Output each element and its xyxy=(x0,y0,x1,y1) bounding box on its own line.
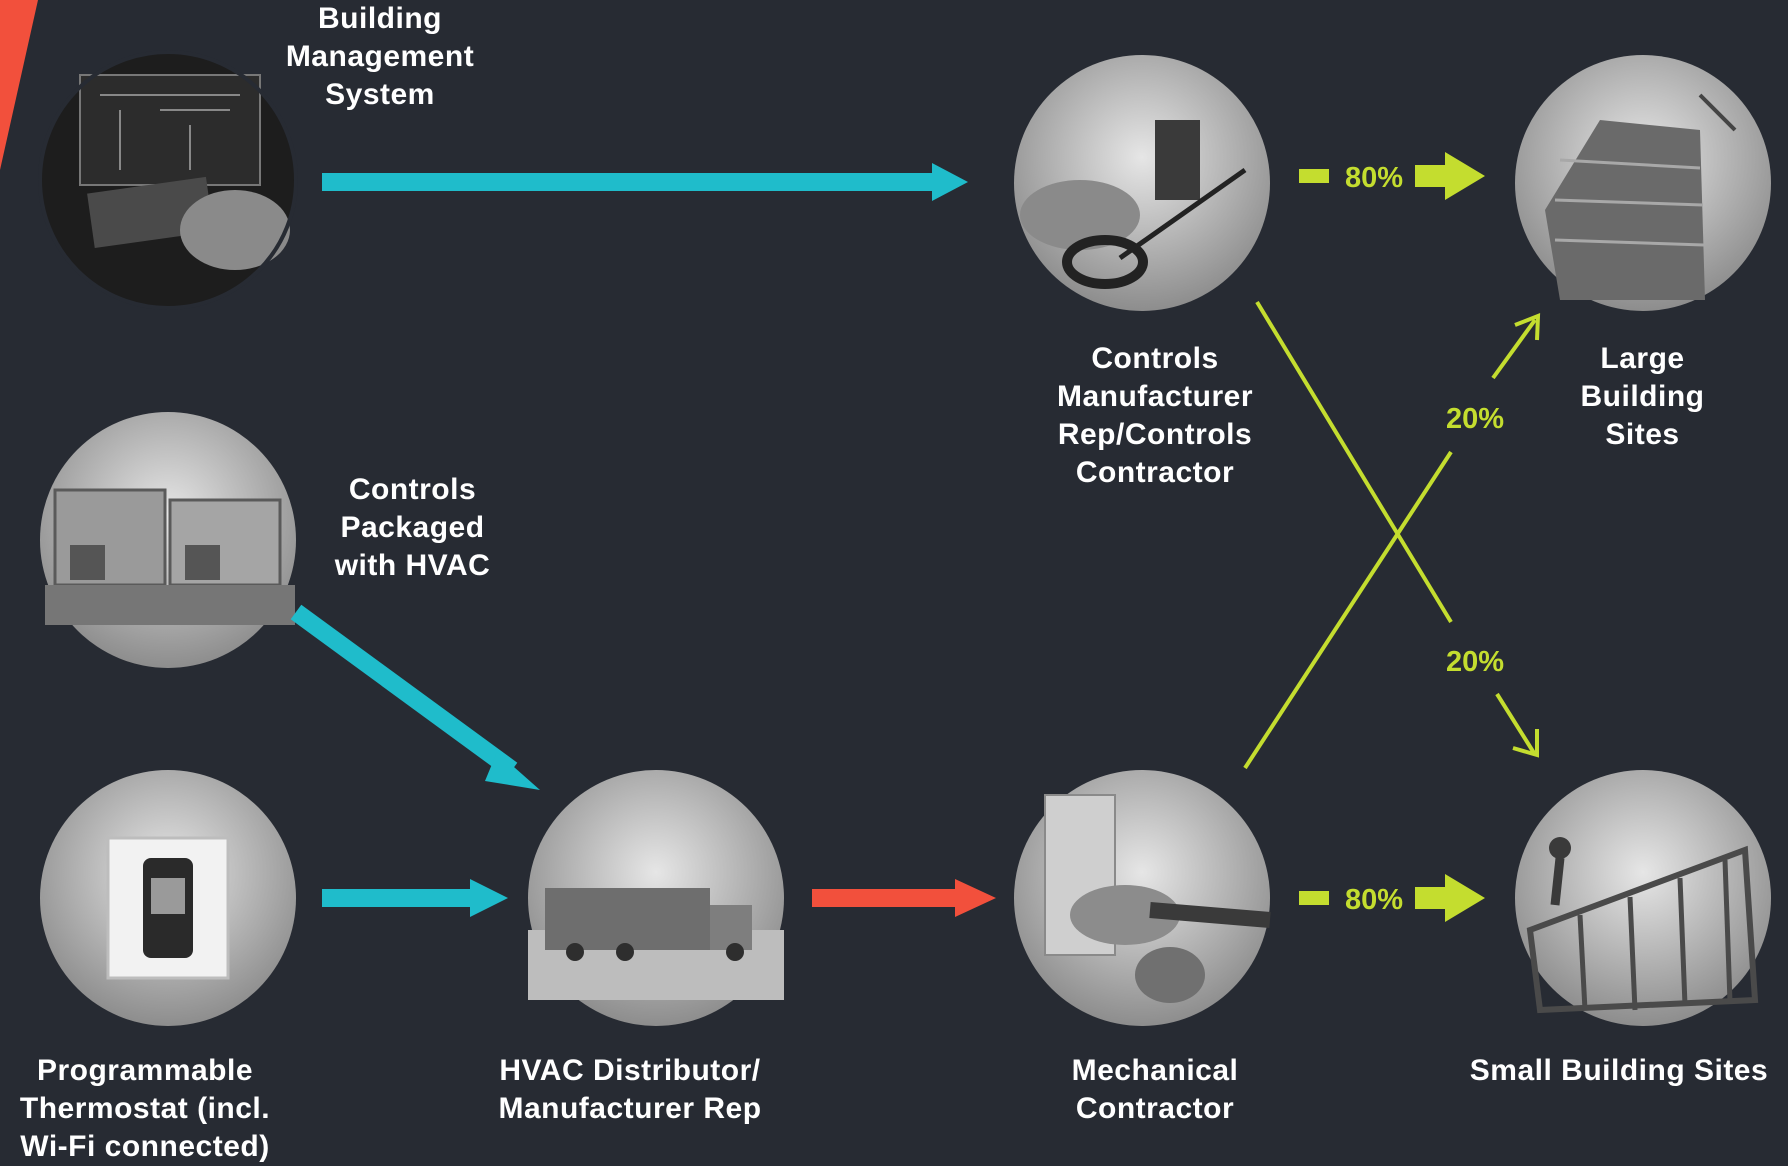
label-line: Rep/Controls xyxy=(1057,418,1253,451)
label-line: Controls xyxy=(1091,342,1219,375)
arrow-thermostat-to-distributor xyxy=(322,879,508,917)
label-line: Large xyxy=(1600,342,1685,375)
label-line: Thermostat (incl. xyxy=(19,1092,271,1125)
label-line: Management xyxy=(285,40,475,73)
label-mechanical: Mechanical Contractor xyxy=(1020,1052,1290,1128)
pct-controls-to-small: 20% xyxy=(1446,646,1504,678)
label-line: Building xyxy=(1580,380,1705,413)
label-line: with HVAC xyxy=(334,549,491,582)
arrow-distributor-to-mechanical xyxy=(812,879,996,917)
arrow-bms-to-controls xyxy=(322,163,968,201)
label-line: Sites xyxy=(1605,418,1680,451)
label-line: Manufacturer xyxy=(1056,380,1254,413)
label-line: Wi-Fi connected) xyxy=(20,1130,270,1163)
arrow-mechanical-to-large xyxy=(1243,313,1541,770)
label-packaged: Controls Packaged with HVAC xyxy=(300,471,525,585)
label-distributor: HVAC Distributor/ Manufacturer Rep xyxy=(475,1052,785,1128)
label-line: Contractor xyxy=(1075,1092,1235,1125)
label-line: Mechanical xyxy=(1071,1054,1239,1087)
pct-mechanical-to-small: 80% xyxy=(1345,884,1403,916)
arrow-controls-to-small xyxy=(1255,300,1539,758)
label-line: Building xyxy=(318,2,442,35)
label-line: Small Building Sites xyxy=(1469,1054,1769,1087)
label-bms: Building Management System xyxy=(250,0,510,114)
large-building-photo-icon xyxy=(1515,55,1771,311)
framing-construction-photo-icon xyxy=(1515,770,1771,1026)
truck-photo-icon xyxy=(528,770,784,1026)
arrow-mechanical-to-small xyxy=(1299,874,1485,922)
label-line: Controls xyxy=(348,473,477,506)
arrow-controls-to-large xyxy=(1299,152,1485,200)
arrow-packaged-to-distributor xyxy=(290,604,540,790)
rooftop-hvac-photo-icon xyxy=(40,412,296,668)
pct-controls-to-large: 80% xyxy=(1345,162,1403,194)
label-line: Packaged xyxy=(340,511,485,544)
pct-mechanical-to-large: 20% xyxy=(1446,403,1504,435)
label-thermostat: Programmable Thermostat (incl. Wi-Fi con… xyxy=(0,1052,290,1166)
label-line: Contractor xyxy=(1075,456,1235,489)
thermostat-photo-icon xyxy=(40,770,296,1026)
headset-operator-photo-icon xyxy=(1014,55,1270,311)
control-room-photo-icon xyxy=(38,50,298,310)
label-line: Programmable xyxy=(36,1054,254,1087)
technician-photo-icon xyxy=(1014,770,1271,1026)
label-line: System xyxy=(325,78,435,111)
label-large-sites: Large Building Sites xyxy=(1540,340,1745,454)
label-line: Manufacturer Rep xyxy=(498,1092,762,1125)
label-small-sites: Small Building Sites xyxy=(1450,1052,1788,1090)
label-controls-contractor: Controls Manufacturer Rep/Controls Contr… xyxy=(1020,340,1290,492)
label-line: HVAC Distributor/ xyxy=(499,1054,761,1087)
